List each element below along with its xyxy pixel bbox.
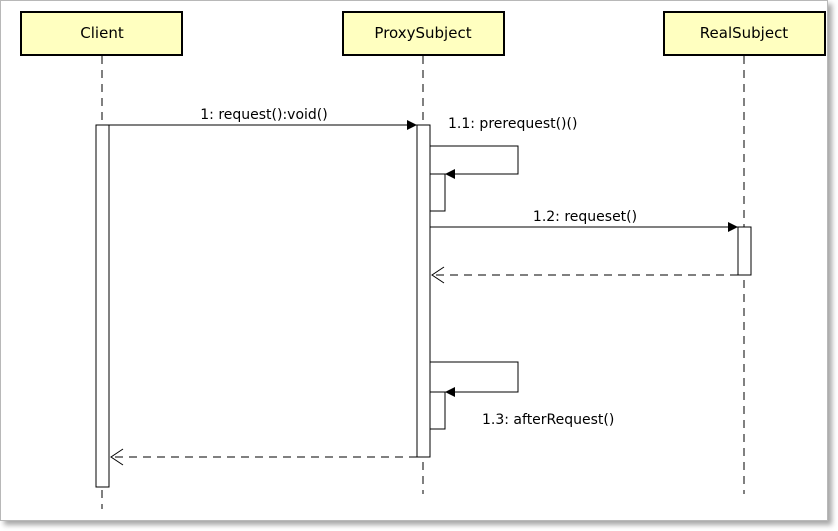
message-1-3-arrow[interactable] [430, 361, 519, 397]
message-1-2-label: 1.2: requeset() [533, 209, 637, 225]
proxy-self-activation-1[interactable] [429, 173, 446, 212]
return-proxy-arrowhead [110, 448, 124, 466]
message-1-1-label: 1.1: prerequest()() [448, 116, 577, 132]
client-activation[interactable] [95, 124, 110, 488]
proxy-activation[interactable] [416, 124, 431, 458]
real-title: RealSubject [700, 24, 789, 42]
client-header[interactable]: Client [20, 11, 183, 56]
sequence-diagram: Client ProxySubject RealSubject 1: reque… [20, 11, 826, 509]
client-title: Client [80, 24, 124, 42]
message-1-1-arrow[interactable] [430, 145, 519, 179]
message-1-label: 1: request():void() [200, 107, 327, 123]
proxy-header[interactable]: ProxySubject [342, 11, 505, 56]
proxy-title: ProxySubject [374, 24, 471, 42]
real-activation[interactable] [737, 226, 752, 276]
message-1-3-label: 1.3: afterRequest() [482, 412, 614, 428]
diagram-frame: Client ProxySubject RealSubject 1: reque… [0, 0, 828, 521]
real-header[interactable]: RealSubject [663, 11, 826, 56]
proxy-self-activation-2[interactable] [429, 391, 446, 430]
return-real-arrowhead [431, 266, 445, 284]
